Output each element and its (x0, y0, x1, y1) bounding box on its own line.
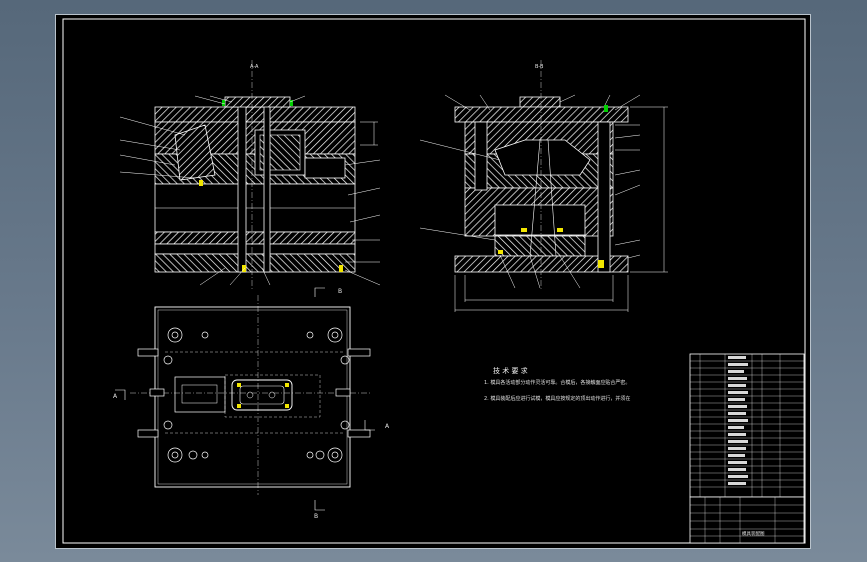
front-view-label: A-A (250, 64, 259, 70)
side-view-label: B-B (535, 64, 544, 70)
plan-view: A A B B (113, 287, 390, 520)
section-marker-a-right: A (385, 423, 390, 430)
section-marker-b-top: B (338, 288, 342, 295)
section-marker-a-left: A (113, 393, 118, 400)
tech-req-title: 技 术 要 求 (493, 366, 528, 375)
front-section-view: A-A (119, 60, 381, 290)
title-block: 模具装配图 (689, 496, 805, 544)
inner-border (62, 18, 806, 544)
parts-list (689, 353, 805, 498)
title-block-designation: 模具装配图 (742, 530, 765, 537)
tech-req-item-2: 2. 模具装配后应进行试模，模具应按规定的顶出动作进行，并须在 (484, 395, 630, 402)
section-marker-b-bottom: B (314, 513, 318, 520)
tech-req-item-1: 1. 模具各活动部分动作灵活可靠。合模后，各接触面应贴合严密。 (484, 379, 630, 386)
side-section-view: B-B (419, 60, 668, 312)
technical-requirements: 技 术 要 求 1. 模具各活动部分动作灵活可靠。合模后，各接触面应贴合严密。 … (484, 366, 630, 402)
